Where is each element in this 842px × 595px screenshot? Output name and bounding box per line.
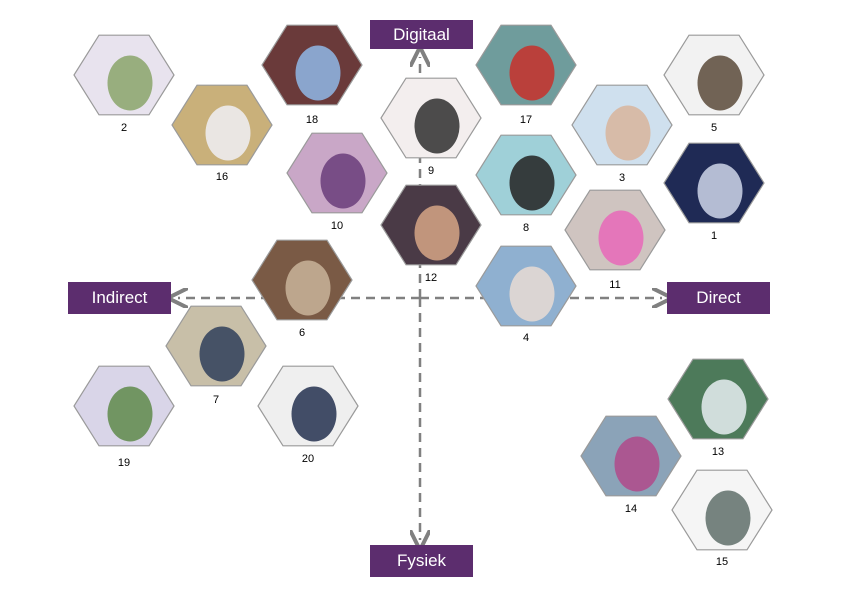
hexagon-outline [663, 34, 765, 116]
hexagon-hands-on-striped-pillow: 12 [380, 184, 482, 284]
photo-subject [295, 45, 341, 101]
hexagon-outline [564, 189, 666, 271]
photo-subject [705, 490, 751, 546]
item-number-label: 17 [520, 114, 532, 126]
hexagon-sensor-vest: 20 [257, 365, 359, 465]
hexagon-retro-radio: 6 [251, 239, 353, 339]
hexagon-outline [251, 239, 353, 321]
hexagon-glowing-orbs-plant: 19 [73, 365, 175, 469]
item-number-label: 14 [625, 503, 637, 515]
item-number-label: 8 [523, 222, 529, 234]
item-number-label: 3 [619, 172, 625, 184]
photo-subject [205, 105, 251, 161]
item-number-label: 2 [121, 122, 127, 134]
hexagon-outline [475, 245, 577, 327]
axis-label-direct: Direct [667, 282, 770, 314]
hexagon-hugging-pillow: 10 [286, 132, 388, 232]
hexagon-glass-pavilion: 13 [667, 358, 769, 458]
photo-subject [697, 55, 743, 111]
photo-subject [701, 379, 747, 435]
photo-subject [291, 386, 337, 442]
hexagon-outline [667, 358, 769, 440]
photo-subject [414, 205, 460, 261]
hexagon-hand-on-cushion: 7 [165, 305, 267, 406]
axis-label-indirect: Indirect [68, 282, 171, 314]
photo-subject [509, 266, 555, 322]
item-number-label: 13 [712, 446, 724, 458]
item-number-label: 7 [213, 394, 219, 406]
hexagon-tablet-website: 2 [73, 34, 175, 134]
photo-subject [697, 163, 743, 219]
hexagon-hands-on-tablet: 3 [571, 84, 673, 184]
item-number-label: 4 [523, 332, 529, 344]
hexagon-outline [380, 77, 482, 159]
photo-subject [107, 55, 153, 111]
hexagon-elderly-woman-phone: 4 [475, 245, 577, 344]
hexagon-red-arrow-screen: 17 [475, 24, 577, 126]
hexagon-hologram-man: 18 [261, 24, 363, 126]
hexagon-woman-hugging-pink-cushion: 11 [564, 189, 666, 291]
item-number-label: 1 [711, 230, 717, 242]
item-number-label: 16 [216, 171, 228, 183]
hexagon-outline [171, 84, 273, 166]
item-number-label: 6 [299, 327, 305, 339]
hexagon-outline [475, 24, 577, 106]
photo-subject [509, 155, 555, 211]
hexagon-outline [663, 142, 765, 224]
hexagon-outline [165, 305, 267, 387]
hexagon-outline [571, 84, 673, 166]
item-number-label: 9 [428, 165, 434, 177]
hexagon-outline [580, 415, 682, 497]
item-number-label: 19 [118, 457, 130, 469]
axis-label-digitaal: Digitaal [370, 20, 473, 49]
item-number-label: 20 [302, 453, 314, 465]
axis-label-fysiek: Fysiek [370, 545, 473, 577]
photo-subject [285, 260, 331, 316]
hexagon-outline [257, 365, 359, 447]
item-number-label: 11 [609, 279, 620, 291]
photo-subject [614, 436, 660, 492]
hexagon-street-performer: 14 [580, 415, 682, 515]
photo-subject [320, 153, 366, 209]
hexagon-outline [671, 469, 773, 551]
hexagon-outline [261, 24, 363, 106]
hexagon-vibrating-wristbands: 8 [475, 134, 577, 234]
hexagon-garden-table-chairs: 15 [671, 469, 773, 568]
photo-subject [199, 326, 245, 382]
photo-subject [107, 386, 153, 442]
photo-subject [414, 98, 460, 154]
photo-subject [598, 210, 644, 266]
item-number-label: 5 [711, 122, 717, 134]
item-number-label: 18 [306, 114, 318, 126]
hexagon-elderly-man-picture-frame: 5 [663, 34, 765, 134]
hexagon-outline [475, 134, 577, 216]
photo-subject [605, 105, 651, 161]
photo-subject [509, 45, 555, 101]
item-number-label: 15 [716, 556, 728, 568]
hexagon-handshake-device: 9 [380, 77, 482, 177]
hexagon-outline [73, 34, 175, 116]
hexagon-phone-stand-with-cups: 16 [171, 84, 273, 183]
item-number-label: 12 [425, 272, 437, 284]
hexagon-outline [73, 365, 175, 447]
hexagon-outline [380, 184, 482, 266]
item-number-label: 10 [331, 220, 343, 232]
hexagon-outline [286, 132, 388, 214]
hexagon-smartphone: 1 [663, 142, 765, 242]
